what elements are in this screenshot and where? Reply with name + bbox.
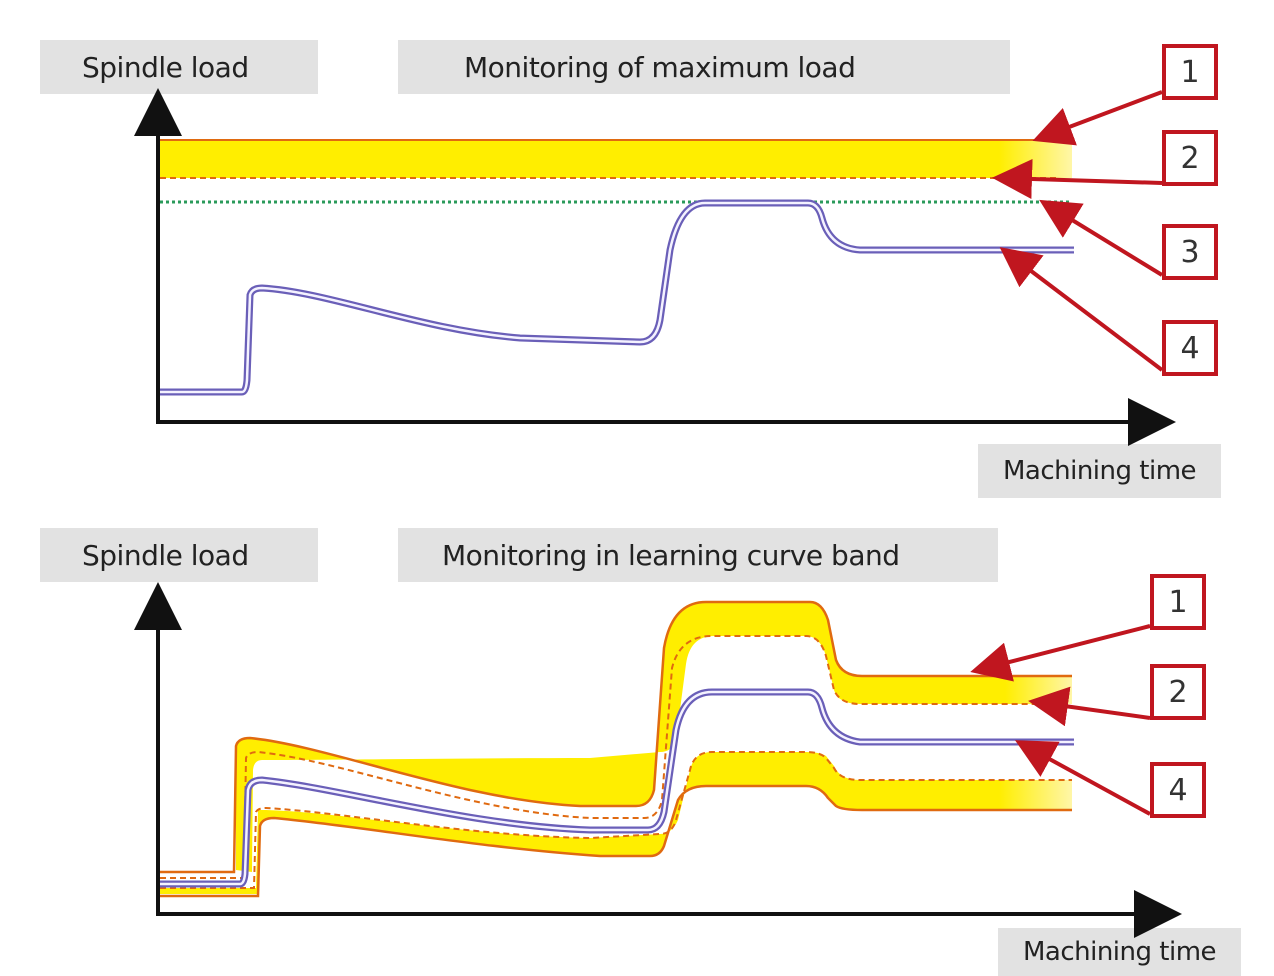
top-callout-4: 4 — [1162, 320, 1218, 376]
bottom-callout-2-arrow — [1028, 686, 1151, 727]
top-title: Monitoring of maximum load — [398, 40, 1010, 94]
top-title-text: Monitoring of maximum load — [464, 50, 856, 84]
top-panel — [134, 88, 1176, 446]
top-callout-1-text: 1 — [1180, 54, 1200, 90]
top-xlabel: Machining time — [978, 444, 1221, 498]
bottom-callout-2: 2 — [1150, 664, 1206, 720]
top-max-band — [160, 140, 1072, 178]
bottom-title-text: Monitoring in learning curve band — [442, 538, 900, 572]
top-callout-2-arrow — [992, 158, 1163, 199]
top-ylabel: Spindle load — [40, 40, 318, 94]
bottom-panel — [134, 582, 1182, 938]
top-callout-3-arrow — [1039, 199, 1164, 277]
bottom-callout-4-arrow — [1014, 740, 1151, 816]
top-load-curve-outline — [160, 199, 1074, 396]
bottom-xlabel: Machining time — [998, 928, 1241, 976]
top-load-curve — [160, 201, 1074, 394]
bottom-lower-band — [160, 752, 1072, 894]
top-callout-2-text: 2 — [1180, 140, 1200, 176]
bottom-title: Monitoring in learning curve band — [398, 528, 998, 582]
bottom-load-curve — [160, 690, 1074, 886]
bottom-lower-dashed-line — [160, 751, 1072, 889]
bottom-callout-1-arrow — [970, 624, 1151, 682]
bottom-callout-1-text: 1 — [1168, 584, 1188, 620]
bottom-ylabel: Spindle load — [40, 528, 318, 582]
bottom-callout-2-text: 2 — [1168, 674, 1188, 710]
bottom-ylabel-text: Spindle load — [82, 538, 249, 572]
bottom-xlabel-text: Machining time — [1022, 937, 1217, 967]
bottom-upper-limit-line — [160, 600, 1072, 874]
top-callout-3: 3 — [1162, 224, 1218, 280]
bottom-lower-limit-line — [160, 784, 1072, 898]
top-ylabel-text: Spindle load — [82, 50, 249, 84]
top-callout-1-arrow — [1032, 90, 1163, 146]
bottom-callout-4-text: 4 — [1168, 772, 1188, 808]
top-callout-1: 1 — [1162, 44, 1218, 100]
bottom-upper-dashed-line — [160, 635, 1060, 879]
top-callout-3-text: 3 — [1180, 234, 1200, 270]
top-callout-4-arrow — [999, 247, 1164, 372]
top-xlabel-text: Machining time — [1002, 456, 1197, 486]
top-callout-2: 2 — [1162, 130, 1218, 186]
bottom-callout-4: 4 — [1150, 762, 1206, 818]
top-callout-4-text: 4 — [1180, 330, 1200, 366]
bottom-callout-1: 1 — [1150, 574, 1206, 630]
